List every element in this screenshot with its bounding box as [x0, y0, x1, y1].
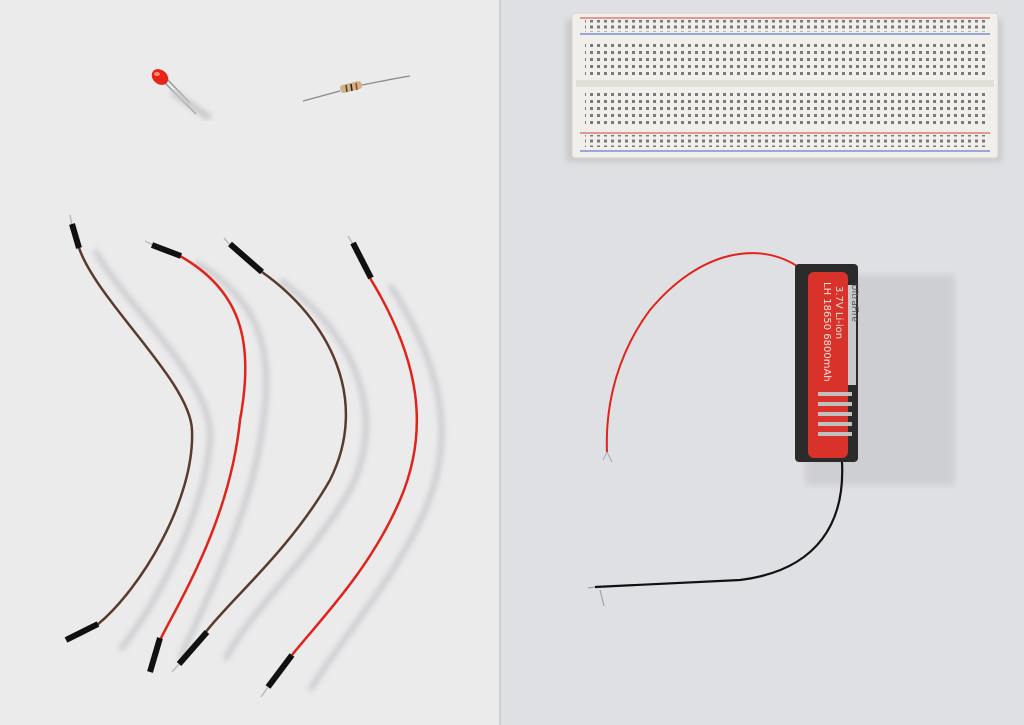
battery-red-lead	[605, 252, 801, 453]
red-led	[151, 69, 212, 121]
jumper-wire-brown-1	[64, 214, 194, 643]
resistor	[302, 75, 411, 102]
battery-holder: LH 18650 6800mAh 3.7V Li-ion UltraFire	[587, 252, 955, 607]
jumper-wire-brown-2	[171, 237, 348, 673]
battery-model-label: LH 18650 6800mAh	[821, 282, 832, 382]
battery-brand-label: UltraFire	[849, 284, 859, 322]
jumper-wire-red-2	[260, 235, 419, 698]
left-paper-sheet	[0, 0, 500, 725]
jumper-wire-red-1	[144, 240, 247, 673]
battery-18650	[808, 272, 848, 458]
wire-shadows	[92, 248, 445, 692]
battery-black-lead	[594, 461, 844, 589]
breadboard	[566, 12, 1002, 162]
battery-spec-label: 3.7V Li-ion	[833, 286, 844, 339]
